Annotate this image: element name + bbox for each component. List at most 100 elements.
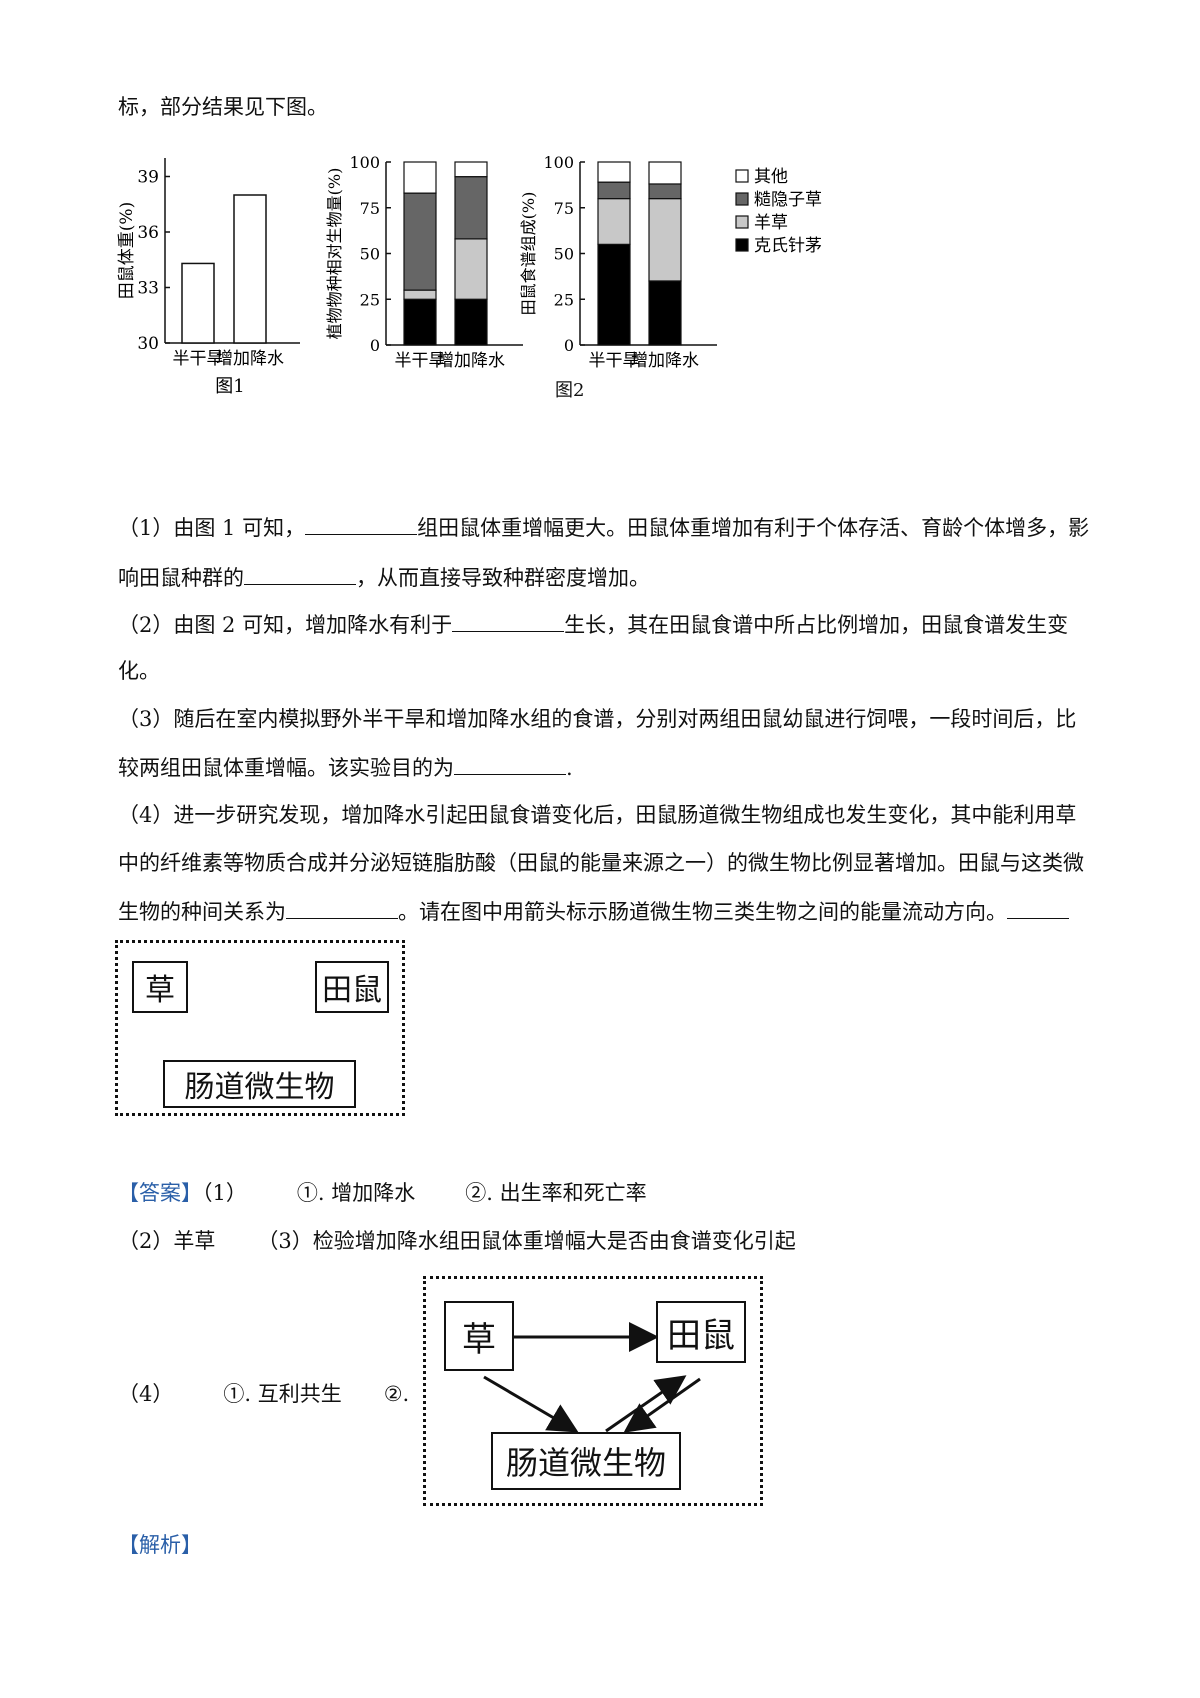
fig1-y-tick-label: 30 [137,334,159,354]
question-3-line-1: （3）随后在室内模拟野外半干旱和增加降水组的食谱，分别对两组田鼠幼鼠进行饲喂，一… [118,707,1077,731]
question-4-line-1: （4）进一步研究发现，增加降水引起田鼠食谱变化后，田鼠肠道微生物组成也发生变化，… [118,803,1077,827]
fig2a-bar-segment [454,176,488,240]
answer-line-2: （2）羊草 （3）检验增加降水组田鼠体重增幅大是否由食谱变化引起 [118,1226,796,1256]
q2-text-a: （2）由图 2 可知，增加降水有利于 [118,613,453,637]
energy-flow-arrows [483,1322,701,1433]
diagram-microbe-box: 肠道微生物 [163,1060,356,1108]
q3-text-c: . [566,756,573,780]
fig1-y-tick-label: 36 [137,223,159,243]
analysis-tag: 【解析】 [118,1530,202,1560]
fig2b-bar-segment [597,197,631,245]
fig2b-y-tick-label: 0 [564,336,574,355]
arrow-vole-to-microbe [623,1377,701,1433]
answer-diagram-vole-box: 田鼠 [656,1301,746,1363]
fig2b-x-label: 半干旱 [589,351,640,371]
legend-swatch [735,215,749,229]
fig2a-bar-segment [403,298,437,346]
question-3-line-2: 较两组田鼠体重增幅。该实验目的为. [118,752,573,783]
q2-text-b: 生长，其在田鼠食谱中所占比例增加，田鼠食谱发生变 [564,613,1069,637]
q4-text-c: 生物的种间关系为 [118,900,286,924]
fig2a-y-tick-label: 100 [349,153,380,172]
fig2a-y-axis-label: 植物物种相对生物量(%) [325,168,344,340]
fig2b-y-axis-label: 田鼠食谱组成(%) [519,192,538,316]
answer-1-part-2: ②. 出生率和死亡率 [465,1181,647,1205]
fig2b-y-tick-label: 25 [554,290,574,309]
fig1-bar [233,194,267,344]
fig2a-bar-segment [454,238,488,300]
diagram-vole-box: 田鼠 [315,961,389,1013]
legend-swatch [735,238,749,252]
analysis-tag-text: 【解析】 [118,1533,202,1557]
answer-4-number: （4） [118,1382,174,1406]
fig2a-y-tick-label: 0 [370,336,380,355]
fig2b-x-label: 增加降水 [631,351,699,371]
legend-label: 克氏针茅 [754,236,822,256]
question-1-line-1: （1）由图 1 可知， 组田鼠体重增幅更大。田鼠体重增加有利于个体存活、育龄个体增… [118,512,1089,543]
q3-blank[interactable] [454,752,566,775]
fig2b-y-tick-label: 75 [554,199,574,218]
fig2a-bar-segment [403,161,437,194]
q1-blank-2[interactable] [244,562,356,585]
fig1-caption: 图1 [215,376,244,397]
q4-blank-2[interactable] [1007,896,1069,919]
fig2b-bar-segment [597,243,631,346]
intro-text: 标，部分结果见下图。 [118,95,328,119]
answer-1-part-1: ①. 增加降水 [296,1181,416,1205]
answer-tag: 【答案】 [118,1181,202,1205]
fig2b-bar-segment [648,197,682,282]
fig1-y-axis-label: 田鼠体重(%) [117,202,137,299]
q1-blank-1[interactable] [305,512,418,535]
fig2a-bar-segment [454,298,488,346]
fig2b-bar-segment [648,161,682,185]
answer-line-4: （4） ①. 互利共生 ②. [118,1379,409,1409]
q1-text-c: 响田鼠种群的 [118,566,244,590]
figure-2-caption: 图2 [555,380,585,401]
fig2b-bar-segment [648,183,682,200]
answer-1-number: （1） [202,1181,247,1205]
fig1-bar [181,262,215,344]
question-diagram-frame: 草 田鼠 肠道微生物 [115,940,405,1116]
fig2b-bar-segment [597,161,631,183]
q1-text-a: （1）由图 1 可知， [118,516,306,540]
question-4-line-2: 中的纤维素等物质合成并分泌短链脂肪酸（田鼠的能量来源之一）的微生物比例显著增加。… [118,851,1084,875]
fig1-x-label: 半干旱 [173,349,224,369]
fig2a-bar-segment [403,192,437,291]
answer-diagram-microbe-box: 肠道微生物 [491,1432,681,1490]
legend-label: 羊草 [754,213,788,233]
legend-label: 糙隐子草 [754,190,822,210]
fig1-x-label: 增加降水 [216,349,284,369]
legend-label: 其他 [754,167,788,187]
answer-2: （2）羊草 [118,1229,216,1253]
q1-text-b: 组田鼠体重增幅更大。田鼠体重增加有利于个体存活、育龄个体增多，影 [417,516,1090,540]
legend-swatch [735,192,749,206]
fig2a-y-tick-label: 25 [360,290,380,309]
answer-line-1: 【答案】（1） ①. 增加降水 ②. 出生率和死亡率 [118,1178,647,1208]
arrow-microbe-to-vole [605,1375,687,1433]
diagram-grass-box: 草 [132,961,188,1013]
fig2a-bar-segment [403,289,437,300]
q4-blank-1[interactable] [286,896,398,919]
answer-4-part-2: ②. [383,1382,410,1406]
fig2a-y-tick-label: 50 [360,245,380,264]
question-2-line-2: 化。 [118,659,160,683]
question-2-line-1: （2）由图 2 可知，增加降水有利于 生长，其在田鼠食谱中所占比例增加，田鼠食谱发… [118,609,1068,640]
fig1-y-tick-label: 39 [137,168,159,188]
q2-blank[interactable] [452,609,565,632]
q1-text-d: ，从而直接导致种群密度增加。 [356,566,650,590]
q4-text-d: 。请在图中用箭头标示肠道微生物三类生物之间的能量流动方向。 [398,900,1007,924]
fig2a-x-label: 半干旱 [395,351,446,371]
fig2b-bar-segment [597,181,631,200]
answer-diagram-grass-box: 草 [444,1301,514,1371]
q3-text-b: 较两组田鼠体重增幅。该实验目的为 [118,756,454,780]
fig2a-x-label: 增加降水 [437,351,505,371]
answer-4-part-1: ①. 互利共生 [223,1382,342,1406]
fig2b-y-tick-label: 50 [554,245,574,264]
answer-3: （3）检验增加降水组田鼠体重增幅大是否由食谱变化引起 [257,1229,796,1253]
legend-swatch [735,169,749,183]
question-1-line-2: 响田鼠种群的 ，从而直接导致种群密度增加。 [118,562,650,593]
question-4-line-3: 生物的种间关系为 。请在图中用箭头标示肠道微生物三类生物之间的能量流动方向。 [118,896,1069,927]
